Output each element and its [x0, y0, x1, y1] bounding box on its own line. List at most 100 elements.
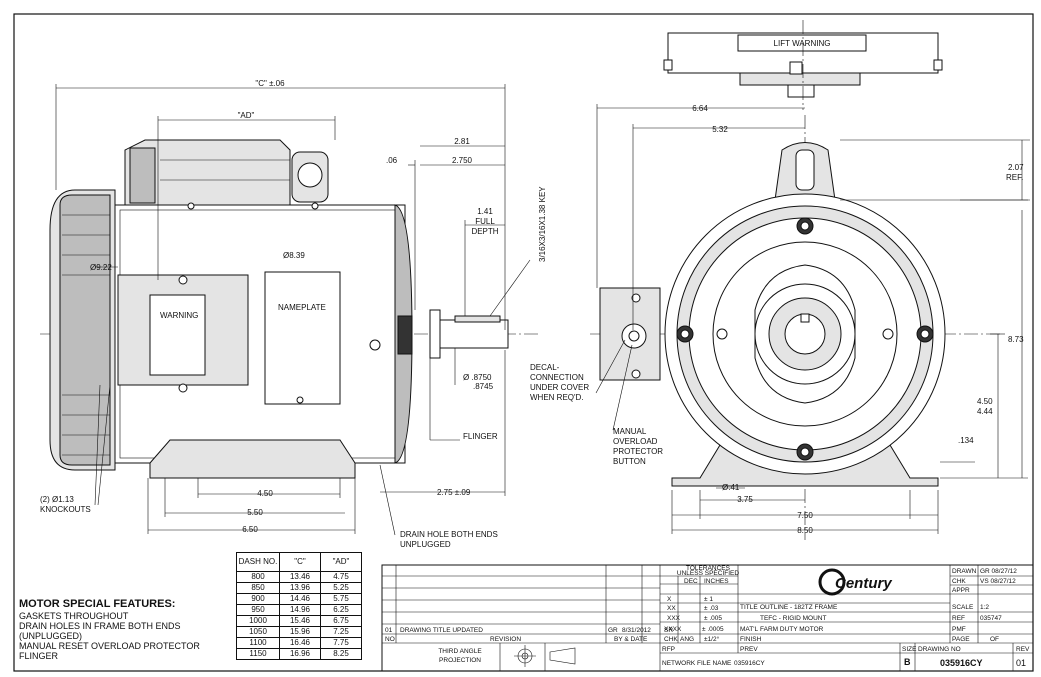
nameplate — [264, 271, 341, 405]
chk-header: CHK — [664, 636, 678, 643]
shaft-dia-label-2: .8745 — [473, 382, 494, 391]
dim-450-end-label: 4.50 — [977, 397, 993, 406]
diameter-922-label: Ø9.22 — [90, 263, 112, 272]
overload-label-3: PROTECTOR — [613, 447, 663, 456]
tol-row-4-key: ANG — [680, 636, 694, 643]
dash-table-cell: 13.96 — [279, 582, 321, 594]
tol-row-4-val: ±1/2° — [704, 635, 720, 643]
rfp-label: RFP — [662, 646, 675, 653]
dim-207-label: 2.07 — [1008, 163, 1024, 172]
dash-table-cell: 850 — [236, 582, 280, 594]
tol-row-1-val: ± .03 — [704, 605, 719, 612]
key-depth-3: DEPTH — [471, 227, 498, 236]
flinger-disc — [397, 315, 413, 355]
dim-134-label: .134 — [958, 436, 974, 445]
matl-label: MAT'L — [740, 626, 758, 633]
dim-750-label: 7.50 — [797, 511, 813, 520]
feature-item: (UNPLUGGED) — [19, 631, 83, 641]
tol-row-0-val: ± 1 — [704, 596, 713, 603]
side-dimension-lines — [55, 84, 531, 536]
knockouts-label-2: KNOCKOUTS — [40, 505, 91, 514]
tol-row-0-key: X — [667, 596, 672, 603]
dec-label: DEC — [684, 578, 698, 585]
dash-header-2: "AD" — [320, 552, 362, 572]
chk-label: CHK — [952, 578, 966, 585]
drain-label-1: DRAIN HOLE BOTH ENDS — [400, 530, 498, 539]
dash-table-cell: 800 — [236, 571, 280, 583]
lift-warning-box — [737, 34, 867, 52]
century-logo: Century — [818, 568, 892, 596]
tol-row-2-key: XXX — [667, 615, 681, 622]
motor-special-features: MOTOR SPECIAL FEATURES: GASKETS THROUGHO… — [19, 598, 200, 661]
appr-label: APPR — [952, 587, 970, 594]
revision-header: REVISION — [490, 636, 521, 643]
prev-label: PREV — [740, 646, 758, 653]
rev-label: REV — [1016, 646, 1030, 653]
top-view: LIFT WARNING — [663, 20, 943, 110]
overload-label-1: MANUAL — [613, 427, 647, 436]
feature-item: DRAIN HOLES IN FRAME BOTH ENDS — [19, 621, 181, 631]
dash-table-cell: 900 — [236, 593, 280, 605]
drawn-label: DRAWN — [952, 568, 977, 575]
dash-table-cell: 16.96 — [279, 648, 321, 660]
warning-label: WARNING — [160, 311, 198, 320]
scale-label: SCALE — [952, 604, 974, 611]
dim-873-label: 8.73 — [1008, 335, 1024, 344]
third-angle-2: PROJECTION — [439, 657, 481, 664]
tolerances-label-2: UNLESS SPECIFIED — [677, 570, 739, 577]
decal-label-4: WHEN REQ'D. — [530, 393, 584, 402]
title-1: OUTLINE - 182TZ FRAME — [760, 604, 838, 611]
diameter-839-label: Ø8.39 — [283, 251, 305, 260]
scale-value: 1:2 — [980, 604, 989, 611]
end-view: 6.64 5.32 2.07 REF. 8.73 4.50 4.44 .134 … — [530, 104, 1030, 540]
dash-table-header: DASH NO. "C" "AD" — [236, 552, 362, 572]
dim-664-label: 6.64 — [692, 104, 708, 113]
decal-label-2: CONNECTION — [530, 373, 584, 382]
page-label: PAGE — [952, 636, 970, 643]
dim-275-label: 2.75 ±.09 — [437, 488, 471, 497]
dash-table-cell: 8.25 — [320, 648, 362, 660]
ref-value: 035747 — [980, 615, 1002, 622]
drawing-no-label: DRAWING NO — [918, 646, 961, 653]
decal-label-1: DECAL- — [530, 363, 560, 372]
dim-444-label: 4.44 — [977, 407, 993, 416]
no-header: NO — [385, 636, 395, 643]
fan-cover-ribs — [62, 214, 110, 456]
conduit-box — [124, 139, 291, 206]
dash-table-cell: 1150 — [236, 648, 280, 660]
dash-table-cell: 6.25 — [320, 604, 362, 616]
key-depth-2: FULL — [475, 217, 495, 226]
rev-chk: SR — [664, 627, 673, 634]
dash-table-cell: 14.96 — [279, 604, 321, 616]
drawing-no-value: 035916CY — [940, 658, 983, 668]
dash-header-1: "C" — [279, 552, 321, 572]
dash-table-cell: 5.25 — [320, 582, 362, 594]
of-label: OF — [990, 636, 999, 643]
flinger-label: FLINGER — [463, 432, 498, 441]
size-value: B — [904, 657, 911, 667]
dash-table-cell: 6.75 — [320, 615, 362, 627]
dim-650-label: 6.50 — [242, 525, 258, 534]
mounting-foot — [149, 439, 356, 479]
logo-text: Century — [835, 575, 892, 592]
dim-532-label: 5.32 — [712, 125, 728, 134]
dash-table-cell: 15.96 — [279, 626, 321, 638]
dash-table-cell: 5.75 — [320, 593, 362, 605]
drawn-value: GR 08/27/12 — [980, 568, 1017, 575]
network-label: NETWORK FILE NAME — [662, 660, 732, 667]
nameplate-label: NAMEPLATE — [278, 303, 326, 312]
title-label: TITLE — [740, 604, 758, 611]
title-2: TEFC - RIGID MOUNT — [760, 615, 826, 622]
rev-by: GR — [608, 627, 618, 634]
dash-table-cell: 950 — [236, 604, 280, 616]
dash-table-cell: 15.46 — [279, 615, 321, 627]
size-label: SIZE — [902, 646, 917, 653]
tol-row-2-val: ± .005 — [704, 615, 722, 622]
overload-label-2: OVERLOAD — [613, 437, 658, 446]
